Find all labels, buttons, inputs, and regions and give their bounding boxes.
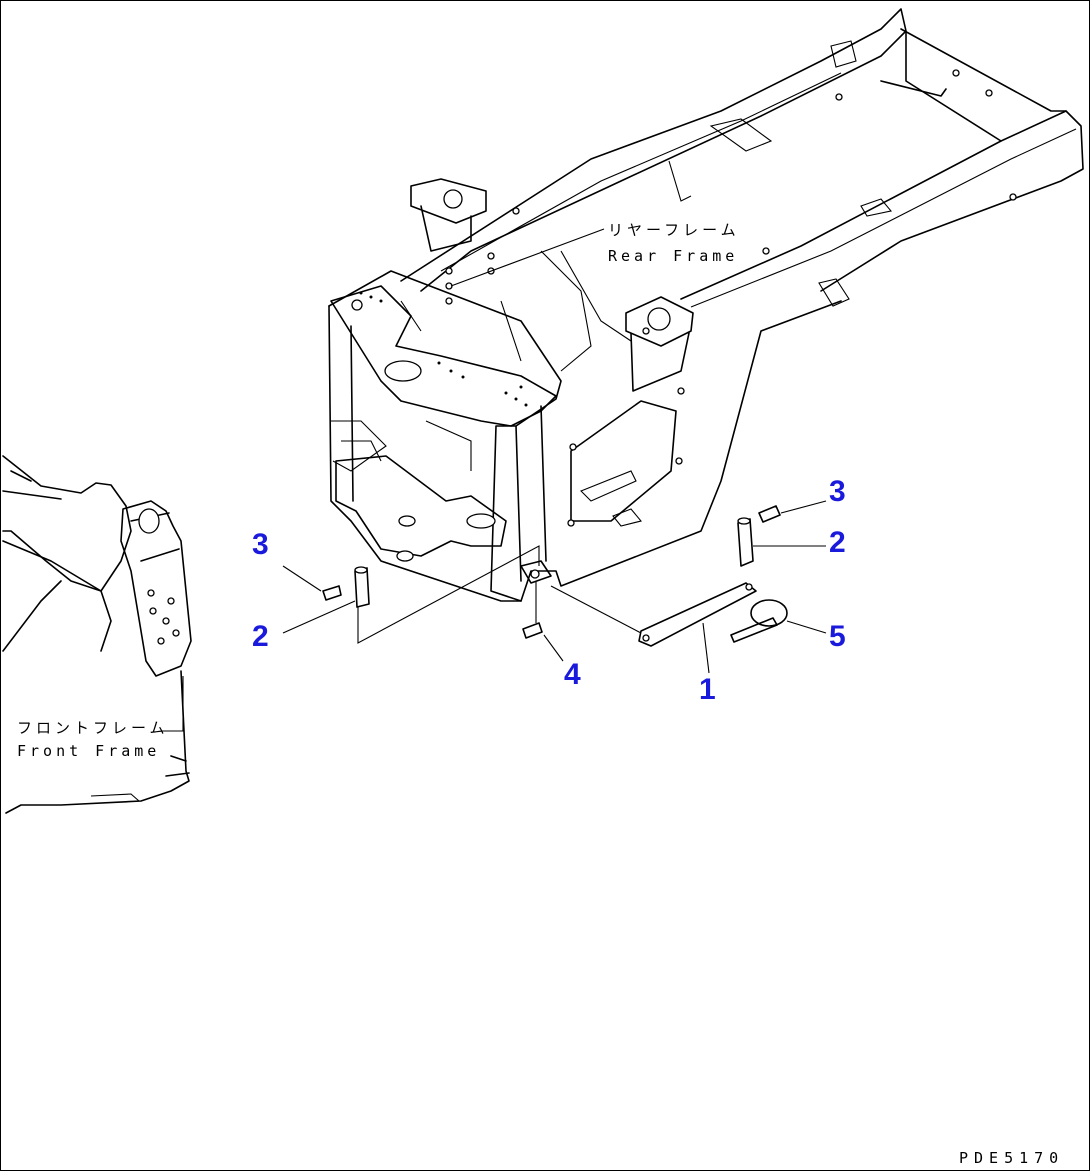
rear-frame-right-rail [680,110,1084,300]
drawing-code: PDE5170 [959,1149,1064,1167]
upper-hitch-plate [330,285,557,427]
part-3-pin-right [758,505,781,523]
bolt-holes [445,69,1017,527]
leader-lines [161,228,827,732]
assembly-lines [357,545,642,644]
rear-mount-post-right [625,296,694,392]
callout-2-left: 2 [252,620,269,653]
front-frame-label-en: Front Frame [17,742,160,760]
front-frame [2,455,192,814]
callout-5: 5 [829,620,846,653]
callout-4: 4 [564,658,581,691]
front-frame-label-jp: フロントフレーム [17,719,169,737]
part-3-pin-left [322,585,342,601]
part-2-pin-right [737,518,754,567]
rear-frame-side-opening [570,400,677,522]
front-frame-outline [2,455,132,592]
rear-frame-label-jp: リヤーフレーム [608,221,740,239]
part-5-lock-pin [730,599,788,643]
part-4-pin [522,622,543,639]
rear-frame [328,8,1084,602]
plate-dots [359,291,528,407]
rear-frame-front-box [328,270,842,602]
rear-frame-label-en: Rear Frame [608,247,738,265]
front-frame-hitch-arm [120,500,192,677]
part-1-link-bar [638,582,757,647]
rear-mount-post-left [410,178,487,252]
callout-2-right: 2 [829,526,846,559]
rear-frame-left-rail [400,8,907,292]
callout-3-right: 3 [829,475,846,508]
callout-3-left: 3 [252,528,269,561]
callout-1: 1 [699,673,716,706]
part-2-pin-left [354,567,370,608]
lower-hitch-plate [335,455,507,557]
